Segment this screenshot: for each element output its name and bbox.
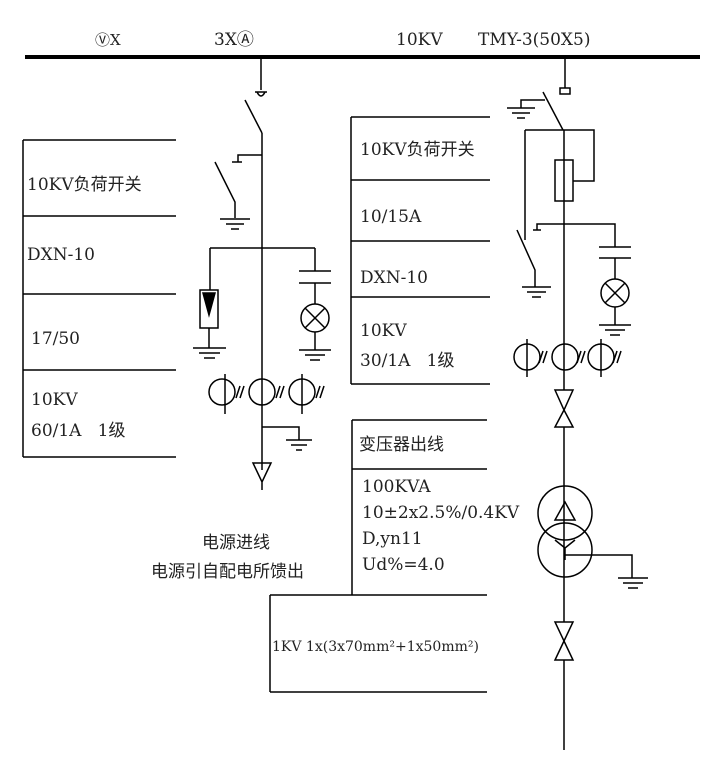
left-table-row: 10KV <box>31 390 78 410</box>
ground-icon <box>220 218 250 230</box>
transformer-spec: Ud%=4.0 <box>362 555 445 575</box>
current-transformer-icon <box>513 339 622 377</box>
left-feeder <box>193 57 331 490</box>
busbar-label: TMY-3(50X5) <box>478 30 591 50</box>
voltage-label: 10KV <box>396 30 443 50</box>
current-transformer-icon <box>208 374 325 414</box>
capacitor-icon <box>599 246 631 279</box>
isolator-icon <box>553 621 575 661</box>
right-table-row: 30/1A 1级 <box>360 351 455 371</box>
transformer-table-grid <box>269 419 487 693</box>
transformer-secondary-icon <box>537 522 593 578</box>
right-table-row: DXN-10 <box>360 268 428 288</box>
cable-end-icon <box>251 462 273 490</box>
left-table-row: DXN-10 <box>27 245 95 265</box>
right-table-grid <box>350 116 490 385</box>
left-table-row: 10KV负荷开关 <box>27 175 142 195</box>
transformer-primary-icon <box>537 485 593 541</box>
left-table-row: 60/1A 1级 <box>31 421 126 441</box>
right-feeder <box>507 57 648 750</box>
right-table-row: 10KV负荷开关 <box>360 140 475 160</box>
meter-symbols: ⓋⅩ <box>95 31 121 49</box>
cable-label: 1KV 1x(3x70mm²+1x50mm²) <box>272 639 479 655</box>
ammeter-label: 3XⒶ <box>214 30 254 50</box>
right-table-row: 10KV <box>360 321 407 341</box>
fuse-icon <box>554 159 574 202</box>
earth-switch <box>516 229 551 298</box>
left-table-row: 17/50 <box>31 329 80 349</box>
earth-switch <box>214 154 262 218</box>
load-switch <box>244 99 263 134</box>
load-switch <box>542 91 564 131</box>
left-table-grid <box>22 139 176 458</box>
transformer-spec: 100KVA <box>362 477 431 497</box>
transformer-title: 变压器出线 <box>359 435 444 455</box>
caption-line1: 电源进线 <box>202 533 270 553</box>
transformer-spec: 10±2x2.5%/0.4KV <box>362 503 520 523</box>
isolator-icon <box>553 389 575 428</box>
right-table-row: 10/15A <box>360 207 422 227</box>
transformer-spec: D,yn11 <box>362 529 423 549</box>
caption-line2: 电源引自配电所馈出 <box>151 562 304 582</box>
capacitor-icon <box>299 270 331 304</box>
